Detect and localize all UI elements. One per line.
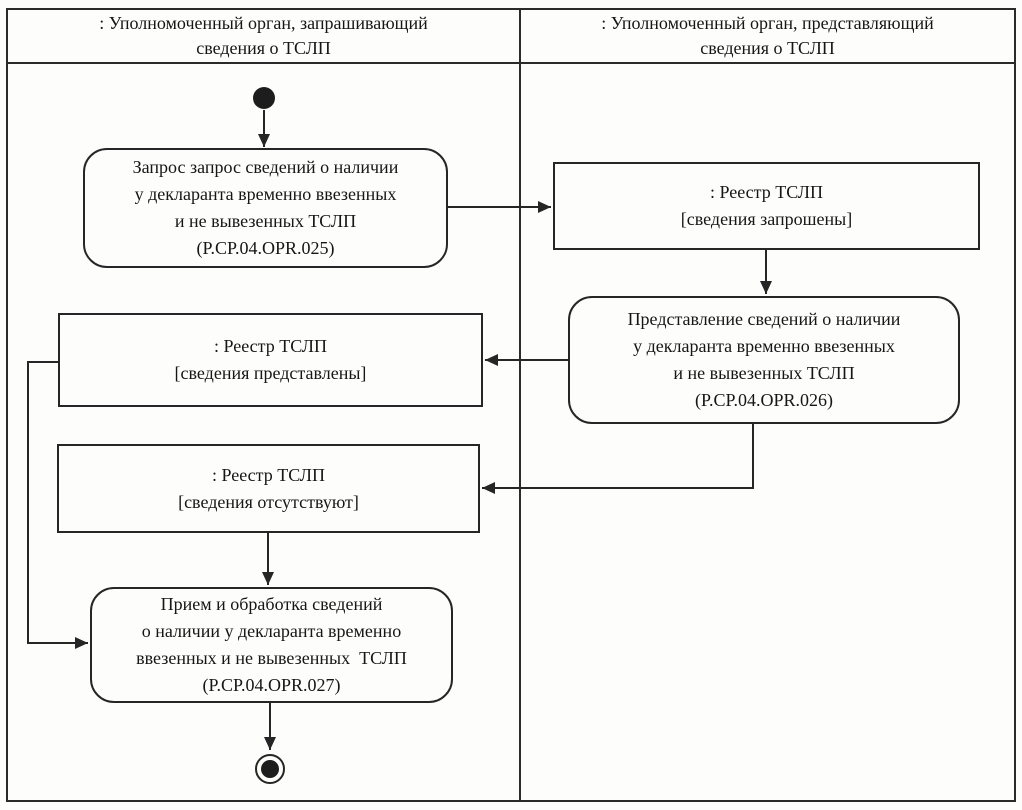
object-state-line: [сведения отсутствуют] [178,491,359,512]
activity-text-line: у декларанта временно ввезенных [134,184,397,204]
object-name-line: : Реестр ТСЛП [213,336,328,356]
object-registry-presented: : Реестр ТСЛП [сведения представлены] [58,313,483,407]
final-state-node [255,754,285,784]
activity-text-line: о наличии у декларанта временно [141,621,402,641]
activity-text-line: Прием и обработка сведений [160,594,383,614]
activity-operation-code: (P.CP.04.OPR.027) [202,675,341,695]
object-registry-absent: : Реестр ТСЛП [сведения отсутствуют] [57,444,480,533]
activity-text-line: и не вывезенных ТСЛП [174,211,357,231]
lane-title-line: : Уполномоченный орган, запрашивающий [99,13,428,33]
object-name-line: : Реестр ТСЛП [211,464,326,485]
swimlane-divider [519,8,521,800]
lane-title-line: сведения о ТСЛП [700,38,835,58]
swimlane-header-providing-authority: : Уполномоченный орган, представляющий с… [521,10,1014,64]
activity-present-tslp-info: Представление сведений о наличии у декла… [568,296,960,424]
activity-text-line: Представление сведений о наличии [627,309,901,329]
final-state-inner-dot [261,760,279,778]
activity-request-tslp-info: Запрос запрос сведений о наличии у декла… [83,148,448,268]
swimlane-header-requesting-authority: : Уполномоченный орган, запрашивающий св… [8,10,519,64]
lane-title-line: : Уполномоченный орган, представляющий [601,13,934,33]
activity-text-line: и не вывезенных ТСЛП [673,363,855,383]
activity-operation-code: (P.CP.04.OPR.025) [196,238,335,258]
activity-operation-code: (P.CP.04.OPR.026) [694,390,834,410]
activity-text-line: ввезенных и не вывезенных ТСЛП [136,648,407,668]
object-registry-requested: : Реестр ТСЛП [сведения запрошены] [553,162,980,250]
activity-receive-process-tslp-info: Прием и обработка сведений о наличии у д… [90,587,453,703]
object-state-line: [сведения запрошены] [680,209,853,229]
activity-text-line: Запрос запрос сведений о наличии [132,157,399,177]
object-name-line: : Реестр ТСЛП [709,182,824,202]
activity-text-line: у декларанта временно ввезенных [633,336,895,356]
object-state-line: [сведения представлены] [174,363,367,383]
diagram-outer-frame [6,8,1016,802]
lane-title-line: сведения о ТСЛП [196,38,331,58]
initial-state-node [253,87,275,109]
